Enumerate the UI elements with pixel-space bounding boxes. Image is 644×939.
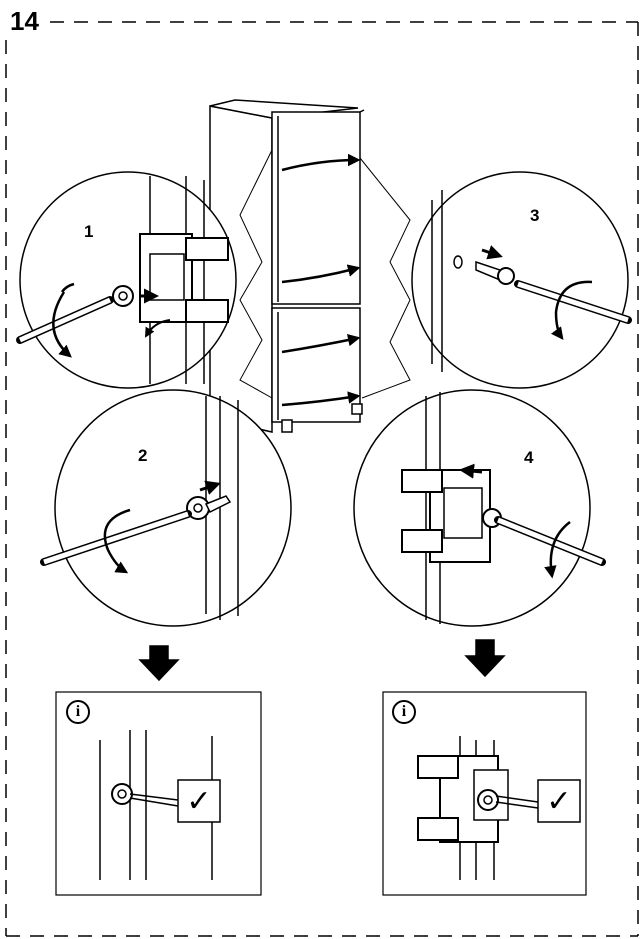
step-4-circle [353, 389, 606, 627]
step-1-number: 1 [84, 222, 94, 241]
step-2-number: 2 [138, 446, 148, 465]
info-icon: i [66, 700, 90, 724]
fridge-appliance [209, 99, 411, 433]
info-icon: i [392, 700, 416, 724]
dashed-border [5, 21, 639, 937]
step-1-circle [16, 171, 237, 389]
step-3-circle [411, 171, 632, 389]
check-mark-icon: ✓ [186, 784, 212, 819]
down-arrow-left [138, 645, 180, 682]
down-arrow-right [464, 639, 506, 678]
step-4-number: 4 [524, 448, 534, 467]
info-box-right [382, 691, 587, 896]
page-number: 14 [10, 6, 39, 36]
step-2-circle [40, 389, 292, 627]
info-box-left [55, 691, 262, 896]
step-3-number: 3 [530, 206, 540, 225]
check-mark-icon: ✓ [546, 784, 572, 819]
